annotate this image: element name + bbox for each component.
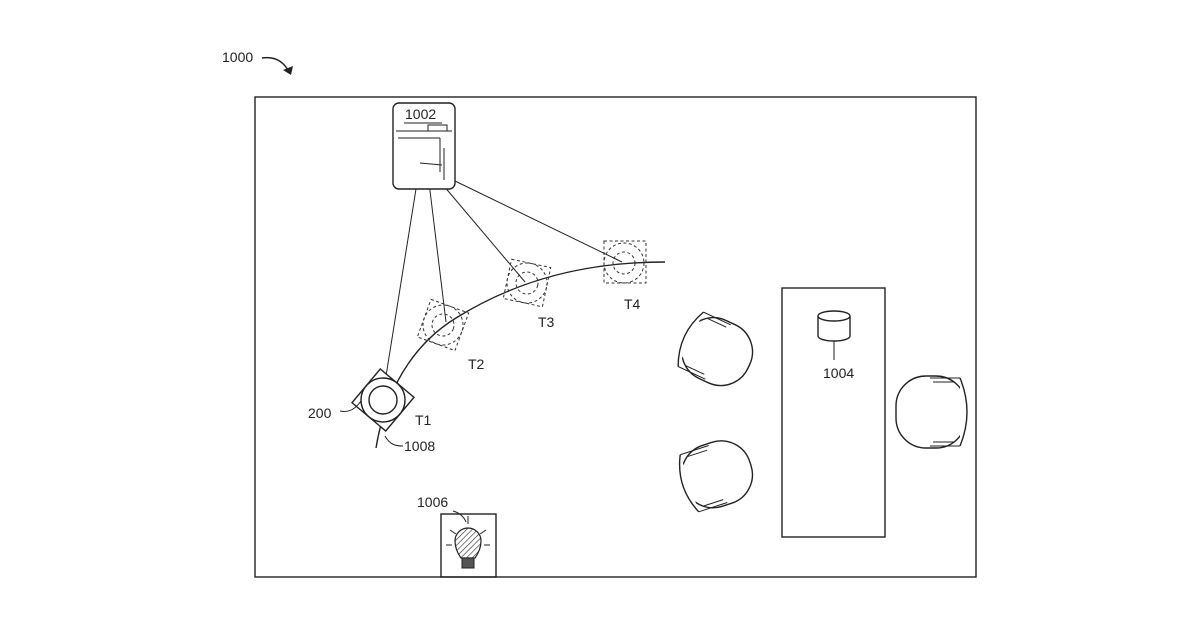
light-bulb-icon: [441, 514, 496, 577]
path-label: 1008: [404, 438, 435, 454]
light-label: 1006: [417, 494, 448, 510]
device-label: 1002: [405, 106, 436, 122]
robot-device-icon: [352, 369, 414, 431]
sight-lines: [382, 164, 622, 401]
light-leader-line: [453, 511, 466, 522]
position-label-t2: T2: [468, 356, 485, 372]
figure-arrow: [262, 58, 293, 75]
figure-label: 1000: [222, 49, 253, 65]
path-leader-line: [385, 436, 403, 446]
room-outline: [255, 97, 976, 577]
position-label-t1: T1: [415, 412, 432, 428]
position-label-t3: T3: [538, 314, 555, 330]
cylinder-object-icon: [818, 311, 850, 341]
object-label: 1004: [823, 365, 854, 381]
chair-icon: [671, 307, 762, 395]
robot-pose-t3: [503, 259, 550, 306]
robot-label: 200: [308, 405, 332, 421]
position-label-t4: T4: [624, 296, 641, 312]
chair-icon: [896, 376, 967, 448]
chair-icon: [673, 433, 760, 516]
